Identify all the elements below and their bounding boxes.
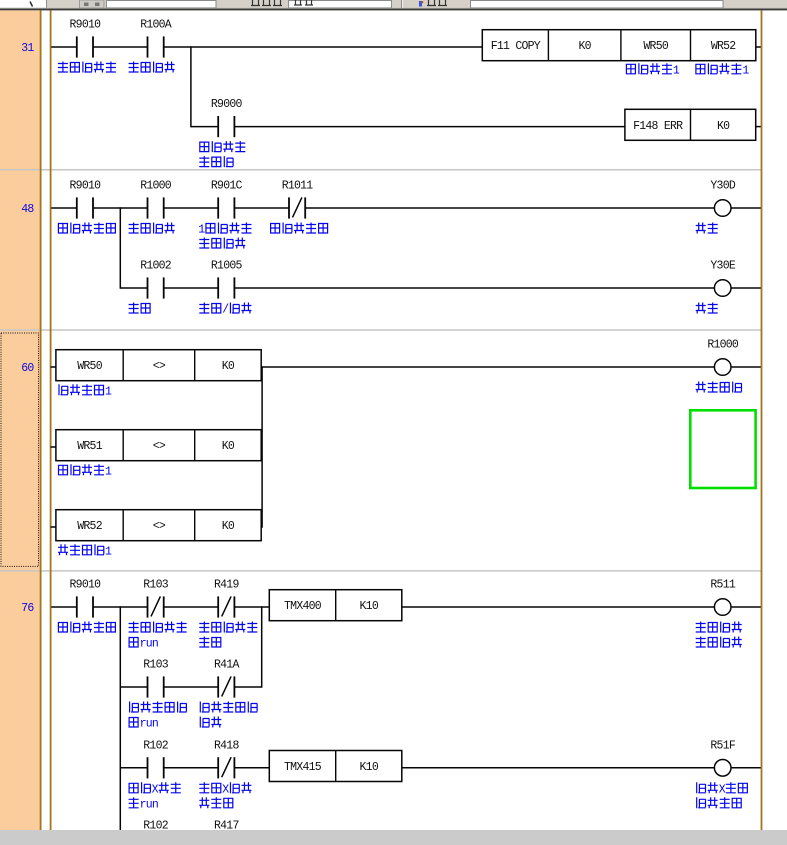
svg-text:R1002: R1002 — [140, 260, 172, 273]
svg-text:K0: K0 — [222, 520, 235, 533]
svg-text:WR52: WR52 — [77, 520, 102, 533]
svg-text:WR50: WR50 — [77, 360, 102, 373]
svg-text:X: X — [719, 783, 726, 796]
svg-text:TMX400: TMX400 — [284, 600, 322, 613]
svg-text:1: 1 — [105, 465, 112, 478]
svg-text:<>: <> — [153, 520, 166, 533]
svg-text:<>: <> — [153, 360, 166, 373]
svg-text:1: 1 — [105, 545, 112, 558]
svg-text:R51F: R51F — [710, 739, 735, 752]
svg-text:R1000: R1000 — [140, 180, 172, 193]
svg-text:WR51: WR51 — [77, 440, 102, 453]
svg-text:F148 ERR: F148 ERR — [633, 120, 683, 133]
svg-text:1: 1 — [742, 64, 749, 77]
svg-text:K10: K10 — [360, 761, 379, 774]
svg-text:R102: R102 — [143, 820, 168, 833]
svg-text:run: run — [140, 638, 158, 651]
svg-text:R417: R417 — [214, 820, 239, 833]
svg-text:/: / — [222, 304, 229, 317]
svg-text:R9010: R9010 — [70, 19, 102, 32]
svg-text:R100A: R100A — [140, 19, 172, 32]
svg-text:R419: R419 — [214, 579, 239, 592]
svg-text:R9010: R9010 — [70, 579, 102, 592]
svg-text:R1005: R1005 — [211, 260, 243, 273]
svg-text:<>: <> — [153, 440, 166, 453]
svg-text:WR52: WR52 — [711, 40, 736, 53]
svg-text:WR50: WR50 — [643, 40, 668, 53]
svg-text:R103: R103 — [143, 579, 168, 592]
svg-text:R41A: R41A — [214, 659, 239, 672]
svg-text:run: run — [140, 798, 158, 811]
svg-text:R1000: R1000 — [707, 339, 739, 352]
svg-text:Y30E: Y30E — [710, 260, 735, 273]
svg-text:R901C: R901C — [211, 180, 243, 193]
svg-text:K0: K0 — [222, 360, 235, 373]
svg-text:R9010: R9010 — [70, 180, 102, 193]
svg-text:X: X — [222, 783, 229, 796]
svg-text:R102: R102 — [143, 739, 168, 752]
svg-text:R1011: R1011 — [282, 180, 314, 193]
svg-text:1: 1 — [198, 224, 205, 237]
svg-text:TMX415: TMX415 — [284, 761, 322, 774]
svg-text:48: 48 — [21, 203, 34, 216]
svg-text:60: 60 — [21, 362, 34, 375]
svg-text:Y30D: Y30D — [710, 180, 735, 193]
svg-text:1: 1 — [673, 64, 680, 77]
svg-text:K10: K10 — [360, 600, 379, 613]
svg-text:R511: R511 — [710, 579, 735, 592]
svg-text:R418: R418 — [214, 739, 239, 752]
svg-text:K0: K0 — [222, 440, 235, 453]
svg-text:31: 31 — [21, 42, 34, 55]
svg-text:R103: R103 — [143, 659, 168, 672]
svg-text:F11 COPY: F11 COPY — [491, 40, 541, 53]
svg-text:76: 76 — [21, 602, 34, 615]
svg-text:X: X — [152, 783, 159, 796]
svg-text:1: 1 — [105, 385, 112, 398]
svg-text:K0: K0 — [578, 40, 591, 53]
svg-text:R9000: R9000 — [211, 98, 243, 111]
svg-text:run: run — [140, 718, 158, 731]
svg-text:K0: K0 — [717, 120, 730, 133]
